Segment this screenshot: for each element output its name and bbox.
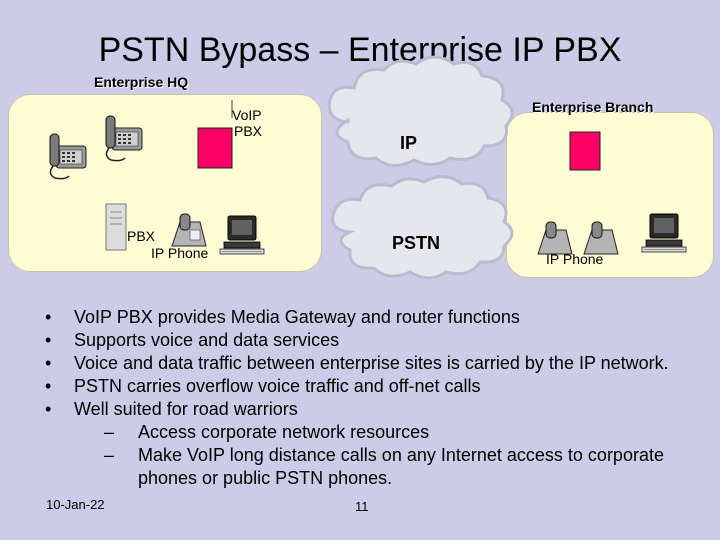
page-number: 11 (355, 499, 369, 514)
bullet-item: •Well suited for road warriors (45, 399, 298, 419)
enterprise-hq-panel (8, 94, 322, 272)
ip-cloud-icon (327, 55, 514, 167)
enterprise-hq-label: Enterprise HQ (94, 74, 189, 90)
bullet-item: •Voice and data traffic between enterpri… (45, 353, 669, 373)
pbx-label: PBX (127, 228, 156, 244)
voip-pbx-label-line2: PBX (234, 123, 263, 139)
sub-bullet-item: –Make VoIP long distance calls on any In… (104, 445, 664, 488)
enterprise-branch-label: Enterprise Branch (532, 99, 654, 115)
slide-title: PSTN Bypass – Enterprise IP PBX (98, 31, 622, 69)
hq-legacy-phone-icon (105, 115, 143, 162)
hq-computer-icon (219, 215, 265, 255)
pstn-cloud-icon (331, 175, 514, 280)
voip-pbx-icon (197, 127, 233, 169)
branch-ip-phone-label: IP Phone (546, 251, 604, 267)
hq-ip-phone-label: IP Phone (151, 245, 209, 261)
branch-pbx-icon (569, 131, 601, 171)
bullet-list: •VoIP PBX provides Media Gateway and rou… (30, 306, 710, 490)
footer-date: 10-Jan-22 (46, 497, 105, 512)
cloud-ip-label: IP (400, 133, 418, 153)
branch-ip-phone-icon (583, 221, 619, 255)
bullet-item: •PSTN carries overflow voice traffic and… (45, 376, 481, 396)
bullet-item: •Supports voice and data services (45, 330, 340, 350)
hq-legacy-phone-icon (49, 133, 87, 180)
cloud-pstn-label: PSTN (392, 233, 441, 253)
voip-pbx-label-line1: VoIP (232, 107, 262, 123)
branch-computer-icon (641, 213, 687, 253)
pbx-tower-icon (105, 203, 127, 251)
hq-ip-phone-icon (171, 213, 207, 247)
bullet-item: •VoIP PBX provides Media Gateway and rou… (45, 307, 520, 327)
network-diagram (49, 55, 687, 280)
sub-bullet-item: –Access corporate network resources (104, 422, 430, 442)
branch-ip-phone-icon (537, 221, 573, 255)
